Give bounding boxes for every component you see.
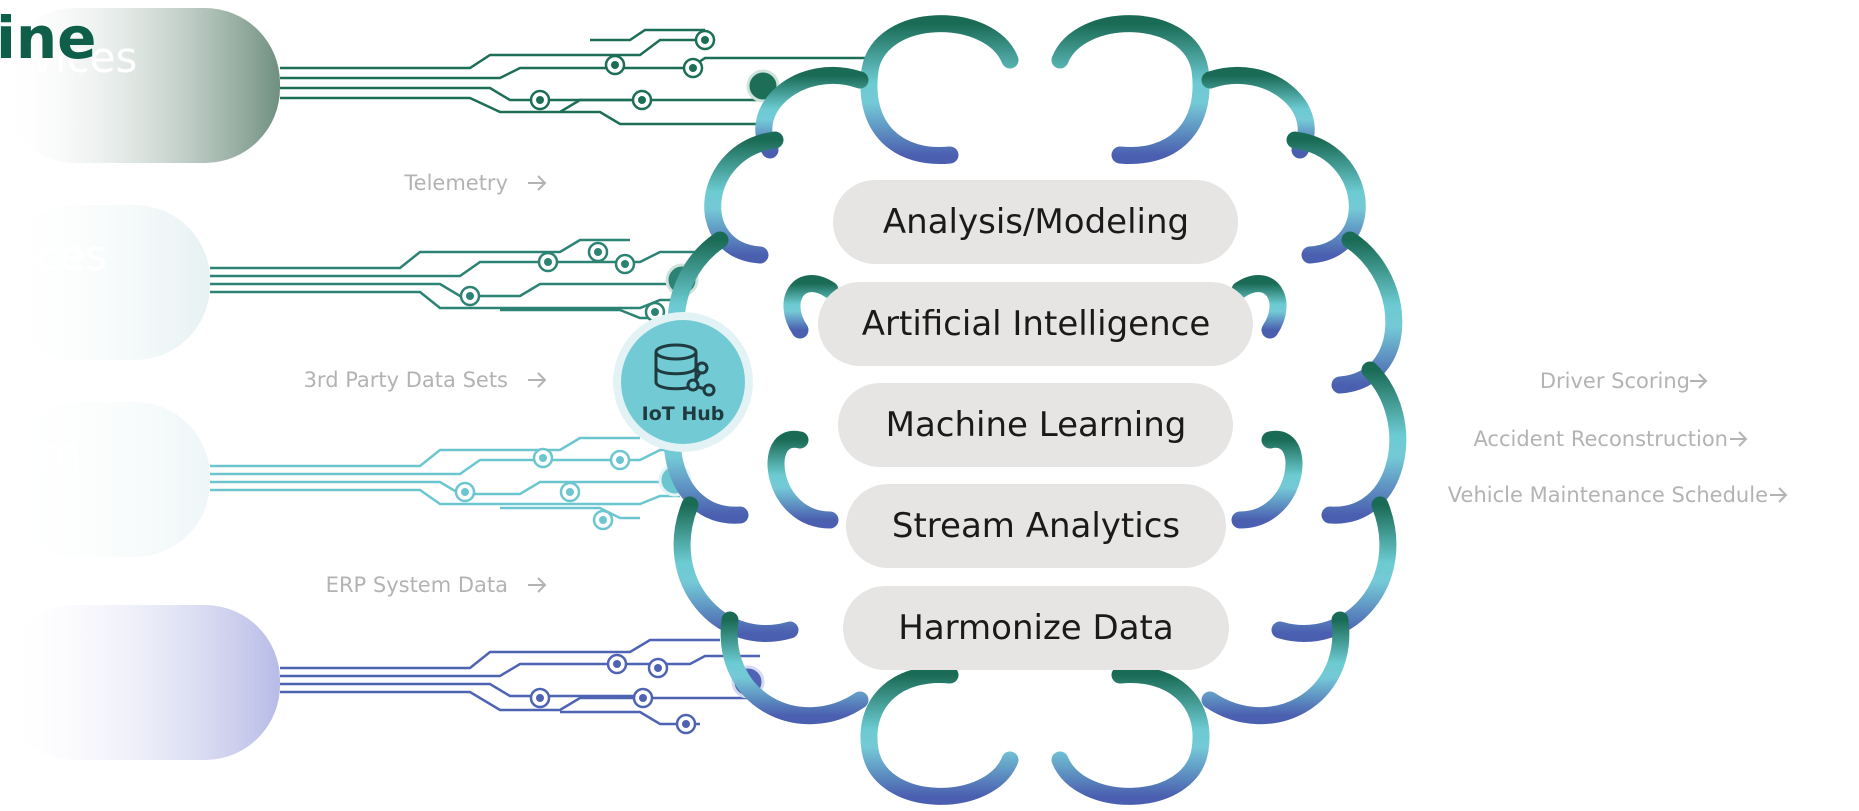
output-label: Accident Reconstruction (1473, 427, 1728, 451)
source-panel: vices (0, 205, 210, 360)
layer-analysis-modeling: Analysis/Modeling (833, 180, 1238, 264)
output-label: Vehicle Maintenance Schedule (1448, 483, 1768, 507)
circuit-traces-bottom (280, 638, 760, 726)
source-panel (0, 605, 280, 760)
circuit-traces-top (280, 28, 870, 126)
arrow-right-icon (1770, 487, 1788, 503)
layer-label: Harmonize Data (898, 608, 1173, 648)
arrow-right-icon (1730, 431, 1748, 447)
input-erp-data: ERP System Data (326, 573, 547, 597)
layer-label: Stream Analytics (892, 506, 1180, 546)
arrow-right-icon (1690, 373, 1708, 389)
source-label: vices (0, 231, 107, 280)
database-share-icon (654, 343, 716, 397)
output-vehicle-maintenance: Vehicle Maintenance Schedule (1448, 483, 1788, 507)
arrow-right-icon (528, 175, 547, 191)
input-label: ERP System Data (326, 573, 508, 597)
layer-label: Analysis/Modeling (883, 202, 1189, 242)
layer-artificial-intelligence: Artificial Intelligence (818, 282, 1253, 366)
layer-stream-analytics: Stream Analytics (846, 484, 1226, 568)
iot-hub: IoT Hub (613, 312, 753, 452)
circuit-traces-upper-mid (210, 238, 700, 320)
page-title: ine (0, 4, 97, 72)
output-label: Driver Scoring (1540, 369, 1690, 393)
source-label: vices (30, 33, 137, 82)
layer-machine-learning: Machine Learning (838, 383, 1233, 467)
layer-harmonize-data: Harmonize Data (843, 586, 1229, 670)
output-accident-reconstruction: Accident Reconstruction (1473, 427, 1748, 451)
input-label: Telemetry (403, 171, 508, 195)
output-labels: Driver Scoring Accident Reconstruction V… (1448, 369, 1788, 507)
input-telemetry: Telemetry (403, 171, 547, 195)
output-lines (1385, 349, 1859, 471)
input-third-party-data: 3rd Party Data Sets (304, 368, 547, 392)
source-panel: m (0, 402, 210, 557)
source-label: m (40, 429, 81, 478)
layer-label: Machine Learning (886, 405, 1187, 445)
input-label: 3rd Party Data Sets (304, 368, 508, 392)
processing-layers: Analysis/Modeling Artificial Intelligenc… (818, 180, 1253, 670)
arrow-right-icon (528, 577, 547, 593)
hub-label: IoT Hub (642, 403, 725, 425)
source-panel: vices (0, 8, 280, 163)
source-panels: vices vices m (0, 8, 280, 760)
arrow-right-icon (528, 372, 547, 388)
input-labels: Telemetry 3rd Party Data Sets ERP System… (304, 171, 547, 597)
output-driver-scoring: Driver Scoring (1540, 369, 1708, 393)
layer-label: Artificial Intelligence (862, 304, 1210, 344)
